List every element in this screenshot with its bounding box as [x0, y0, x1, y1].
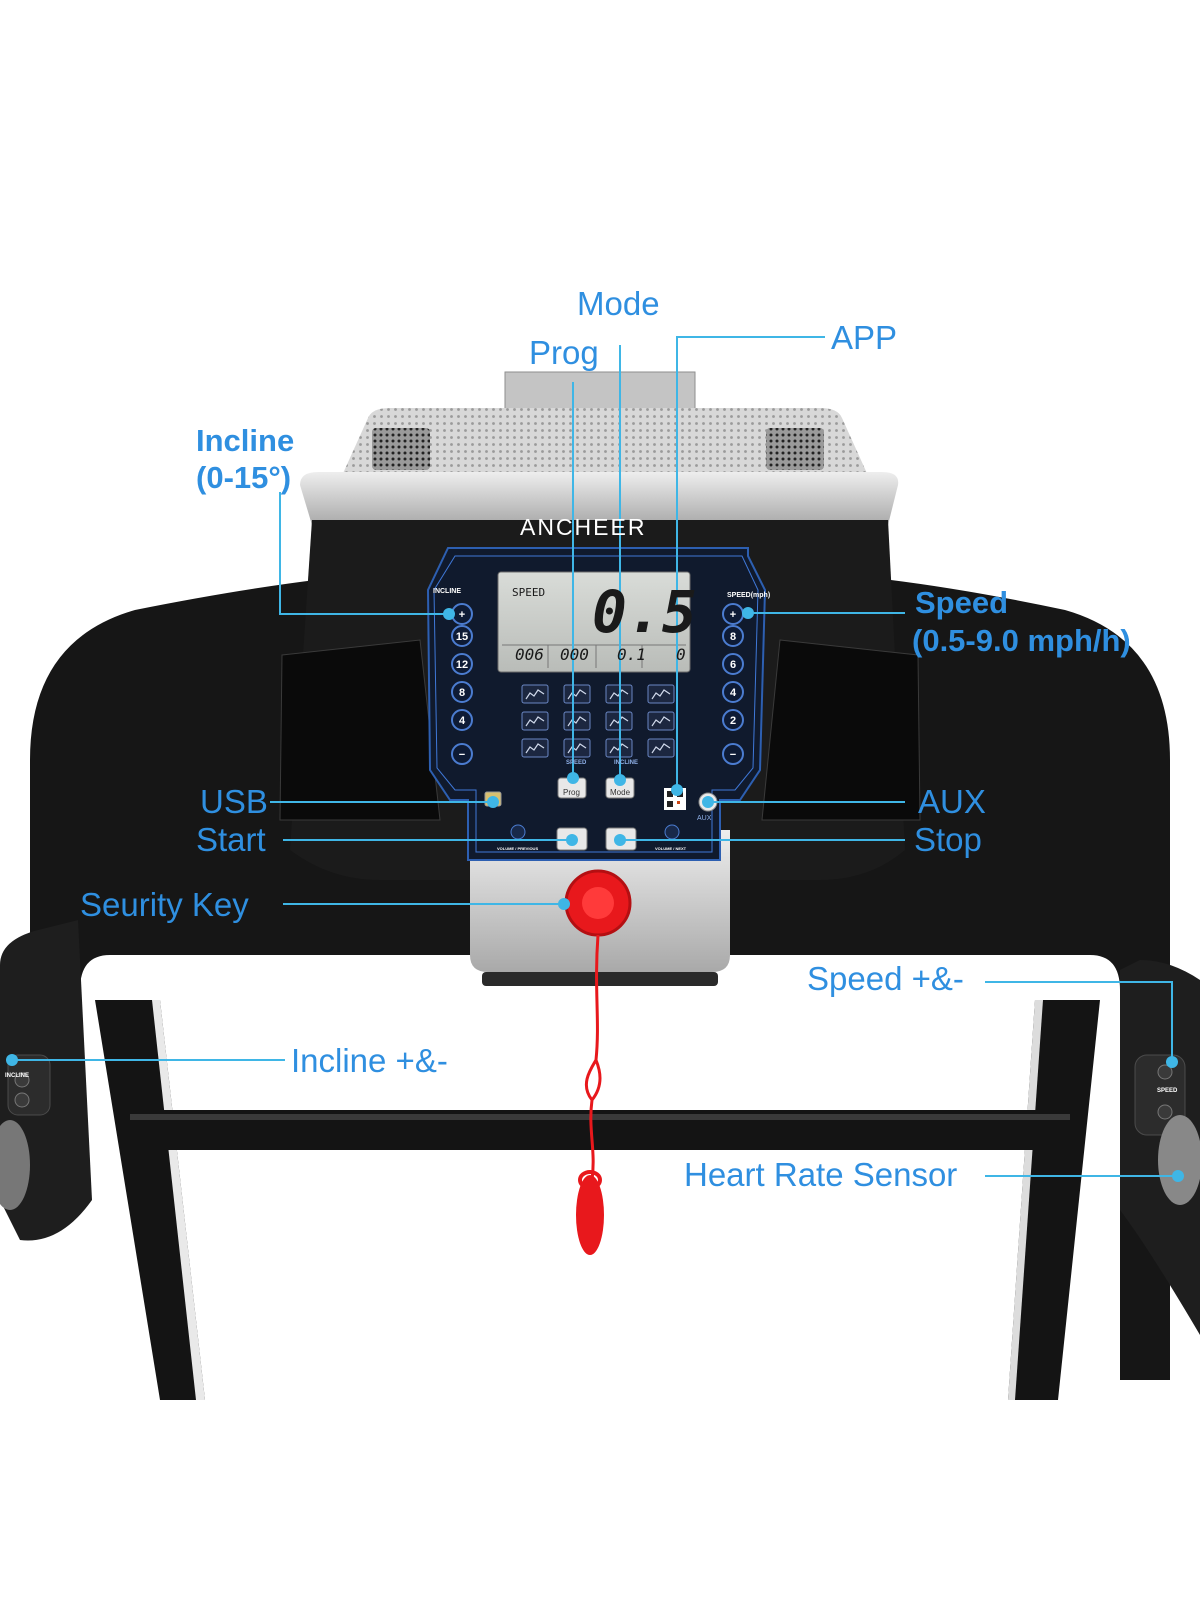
speed-caption: SPEED — [566, 760, 587, 766]
left-bottle-holder — [279, 639, 441, 821]
program-profile-icon — [609, 743, 629, 754]
incline-key[interactable] — [451, 625, 473, 647]
incline-key-label: 4 — [459, 715, 466, 727]
volume-down-key — [510, 824, 526, 840]
callout-aux: AUX — [918, 783, 986, 820]
lcd-readout-pulse: 0 — [676, 645, 686, 664]
incline-key[interactable] — [451, 653, 473, 675]
program-profile-icon — [525, 716, 545, 727]
callout-start: Start — [196, 821, 266, 858]
speed-key[interactable] — [722, 625, 744, 647]
callout-security-key: Seurity Key — [80, 886, 249, 923]
right-heart-rate-sensor — [1158, 1115, 1200, 1205]
right-handle-label: SPEED — [1157, 1088, 1178, 1094]
incline-key-label: 12 — [456, 659, 468, 671]
speed-key[interactable] — [722, 681, 744, 703]
lcd-main-value: 0.5 — [592, 578, 697, 646]
incline-panel-label: INCLINE — [433, 588, 461, 595]
speed-panel-label: SPEED(mph) — [727, 592, 771, 599]
callout-app: APP — [831, 319, 898, 356]
callout-stop: Stop — [914, 821, 982, 858]
speaker-grill-panel — [340, 408, 870, 480]
speed-key-label: + — [730, 609, 736, 621]
callout-mode: Mode — [577, 285, 660, 322]
speed-key-label: 4 — [730, 687, 737, 699]
volume-previous-label: VOLUME / PREVIOUS — [497, 846, 539, 851]
speed-key-label: 8 — [730, 631, 736, 643]
program-profile-icon — [525, 689, 545, 700]
callout-incline-title: Incline — [196, 423, 295, 458]
console-silver-band — [300, 472, 899, 525]
program-profile-icon — [567, 716, 587, 727]
speed-key-label: 6 — [730, 659, 736, 671]
speed-key-column: +8 6 4 2 − — [722, 603, 744, 765]
speed-key[interactable] — [722, 653, 744, 675]
lcd-readout-time: 006 — [515, 645, 544, 664]
left-handle-label: INCLINE — [5, 1073, 29, 1079]
mode-key-label[interactable]: Mode — [610, 788, 631, 797]
right-handle-control — [1134, 1054, 1186, 1136]
speed-key[interactable] — [722, 709, 744, 731]
lcd-readout-distance: 000 — [560, 645, 589, 664]
speed-key-label: 2 — [730, 715, 736, 727]
callout-speed-range: (0.5-9.0 mph/h) — [912, 623, 1131, 658]
program-profile-icon — [651, 716, 671, 727]
callout-speed-title: Speed — [915, 585, 1009, 620]
callout-incline-plus-minus: Incline +&- — [291, 1042, 448, 1079]
brand-logo: ANCHEER — [520, 514, 647, 540]
program-profile-icon — [651, 743, 671, 754]
leader-lines — [12, 336, 1178, 1177]
program-profile-icon — [567, 743, 587, 754]
speed-key[interactable] — [722, 743, 744, 765]
program-profile-icon — [525, 743, 545, 754]
incline-key-label: 15 — [456, 631, 468, 643]
incline-key-column: +15 12 8 4 − — [451, 603, 473, 765]
left-upright — [95, 1000, 205, 1400]
callout-heart-rate-sensor: Heart Rate Sensor — [684, 1156, 958, 1193]
program-keys — [521, 684, 675, 758]
left-heart-rate-sensor — [0, 1120, 30, 1210]
right-upright-edge — [1008, 1000, 1043, 1400]
incline-key[interactable] — [451, 743, 473, 765]
incline-caption: INCLINE — [614, 760, 638, 766]
program-profile-icon — [651, 689, 671, 700]
left-upright-edge — [152, 1000, 205, 1400]
prog-key-label[interactable]: Prog — [563, 788, 580, 797]
safety-clip — [576, 1175, 604, 1255]
callout-speed-plus-minus: Speed +&- — [807, 960, 964, 997]
left-speaker — [372, 428, 430, 470]
incline-key-label: + — [459, 609, 465, 621]
volume-up-key — [664, 824, 680, 840]
program-profile-icon — [609, 716, 629, 727]
incline-key-label: − — [459, 749, 465, 761]
aux-panel-label: AUX — [697, 815, 712, 822]
speed-key-label: − — [730, 749, 736, 761]
callout-incline-range: (0-15°) — [196, 460, 292, 495]
volume-next-label: VOLUME / NEXT — [655, 846, 687, 851]
incline-key[interactable] — [451, 709, 473, 731]
right-speaker — [766, 428, 824, 470]
incline-key-label: 8 — [459, 687, 465, 699]
program-profile-icon — [567, 689, 587, 700]
lcd-readout-calories: 0.1 — [617, 645, 646, 664]
incline-key[interactable] — [451, 681, 473, 703]
program-profile-icon — [609, 689, 629, 700]
lcd-mode-label: SPEED — [512, 586, 546, 599]
right-bottle-holder — [761, 639, 921, 821]
callout-prog: Prog — [529, 334, 599, 371]
callout-usb: USB — [200, 783, 268, 820]
leader-dots — [6, 607, 1184, 1182]
